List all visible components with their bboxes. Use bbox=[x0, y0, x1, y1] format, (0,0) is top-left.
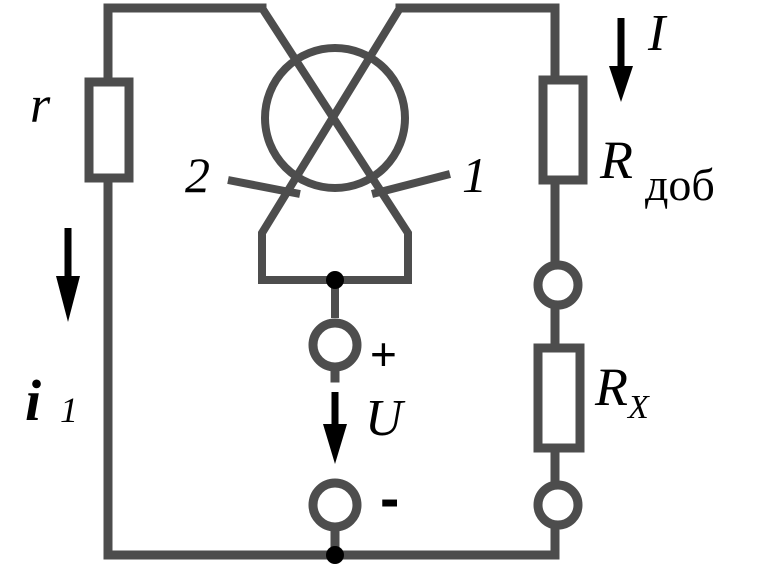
junction-top bbox=[326, 271, 344, 289]
resistor-r-add bbox=[538, 75, 588, 185]
wire-left-branch bbox=[103, 3, 560, 560]
arrow-current-i1-head bbox=[56, 276, 80, 322]
label-i1-main: i bbox=[25, 368, 41, 433]
ratiometer-symbol bbox=[261, 44, 409, 192]
coil-2-tick bbox=[227, 176, 301, 198]
arrow-current-I-head bbox=[609, 66, 633, 102]
label-r: r bbox=[30, 77, 51, 134]
label-minus: - bbox=[380, 466, 399, 531]
label-r-add-main: R bbox=[599, 130, 633, 190]
resistor-r bbox=[84, 77, 134, 183]
label-coil-1: 1 bbox=[462, 147, 487, 203]
label-plus: + bbox=[370, 328, 397, 380]
label-voltage-U: U bbox=[365, 390, 406, 447]
label-i1-sub: 1 bbox=[60, 390, 78, 430]
terminal-upper-right bbox=[533, 260, 583, 310]
arrow-voltage-U-head bbox=[323, 424, 347, 464]
label-rx-sub: X bbox=[626, 389, 650, 426]
label-r-add-sub: доб bbox=[645, 159, 715, 210]
terminal-lower-right bbox=[533, 480, 583, 530]
junction-bottom bbox=[326, 546, 344, 564]
label-rx-main: R bbox=[594, 357, 628, 417]
resistor-rx bbox=[533, 343, 585, 453]
terminal-minus bbox=[308, 478, 362, 532]
coil-1-tick bbox=[371, 170, 451, 198]
label-coil-2: 2 bbox=[185, 147, 210, 203]
label-current-I: I bbox=[647, 5, 668, 62]
terminal-plus bbox=[308, 318, 362, 372]
